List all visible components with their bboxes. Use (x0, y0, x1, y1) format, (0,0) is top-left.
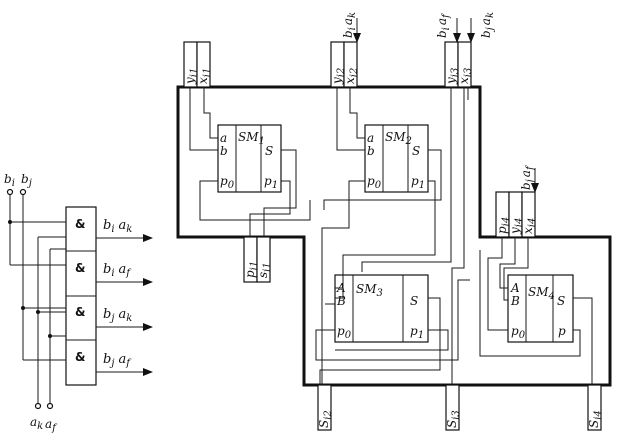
network-boundary (176, 85, 612, 387)
register-4: pi4 yi4 xi4 (495, 191, 538, 238)
svg-text:Si2: Si2 (317, 410, 334, 428)
output-s-i3: Si3 (445, 384, 462, 431)
output-s-i2: Si2 (317, 384, 334, 431)
and-symbol-4: & (75, 350, 85, 364)
svg-text:pi4: pi4 (495, 217, 512, 234)
input-terminal-ak (34, 402, 42, 410)
svg-text:Si3: Si3 (445, 410, 462, 428)
svg-text:p0: p0 (367, 174, 382, 191)
svg-text:pi1: pi1 (243, 261, 260, 278)
and-symbol-2: & (75, 261, 85, 275)
and-symbol-3: & (75, 305, 85, 319)
svg-text:p0: p0 (337, 324, 352, 341)
label-bj: bj (21, 172, 32, 189)
register-1: yi1 xi1 (183, 41, 213, 88)
svg-text:b: b (220, 144, 228, 158)
svg-text:p1: p1 (411, 174, 425, 191)
svg-text:b: b (367, 144, 375, 158)
arrow-label-2: biak (341, 12, 358, 38)
input-terminal-bi (6, 188, 14, 196)
input-terminal-bj (19, 188, 27, 196)
svg-text:xi2: xi2 (343, 68, 360, 84)
and-symbol-1: & (75, 217, 85, 231)
svg-text:p: p (558, 324, 566, 338)
svg-text:yi4: yi4 (508, 218, 525, 235)
svg-text:SM4: SM4 (528, 285, 555, 302)
svg-text:yi3: yi3 (444, 68, 461, 85)
adder-network: yi1 xi1 yi2 xi2 yi3 xi3 pi4 yi4 xi4 pi1 (176, 12, 612, 431)
arrow-label-3b: biaf (435, 12, 452, 38)
svg-text:A: A (510, 281, 520, 295)
adder-sm1: a b SM1 S p0 p1 (217, 124, 282, 193)
input-terminal-af (46, 402, 54, 410)
svg-text:S: S (410, 294, 418, 308)
label-bi: bi (4, 172, 15, 189)
svg-text:B: B (336, 294, 346, 308)
label-af: af (45, 417, 58, 434)
svg-text:S: S (412, 144, 420, 158)
svg-text:p1: p1 (264, 174, 278, 191)
svg-text:xi4: xi4 (521, 218, 538, 234)
svg-text:SM3: SM3 (356, 282, 383, 299)
svg-text:a: a (220, 131, 227, 145)
label-ak: ak (30, 415, 43, 432)
register-3: yi3 xi3 (444, 41, 474, 88)
svg-text:SM2: SM2 (385, 130, 412, 147)
svg-text:xi3: xi3 (457, 68, 474, 84)
svg-text:SM1: SM1 (238, 130, 265, 147)
svg-text:S: S (557, 294, 565, 308)
svg-text:Si4: Si4 (587, 410, 604, 428)
svg-text:yi2: yi2 (330, 68, 347, 85)
output-s-i4: Si4 (587, 384, 604, 431)
svg-text:a: a (367, 131, 374, 145)
adder-sm3: A B SM3 S p0 p1 (334, 274, 429, 343)
svg-text:si1: si1 (256, 262, 273, 278)
svg-text:B: B (510, 294, 520, 308)
svg-text:p1: p1 (410, 324, 424, 341)
register-5: pi1 si1 (243, 236, 273, 283)
svg-text:p0: p0 (220, 174, 235, 191)
adder-sm4: A B SM4 S p0 p (507, 274, 574, 343)
svg-text:xi1: xi1 (196, 68, 213, 84)
adder-sm2: a b SM2 S p0 p1 (364, 124, 429, 193)
arrow-label-4: bjaf (519, 164, 536, 190)
svg-text:S: S (265, 144, 273, 158)
register-2: yi2 xi2 (330, 41, 360, 88)
svg-text:p0: p0 (511, 324, 526, 341)
svg-text:yi1: yi1 (183, 68, 200, 85)
arrow-label-3c: bjak (479, 12, 496, 38)
